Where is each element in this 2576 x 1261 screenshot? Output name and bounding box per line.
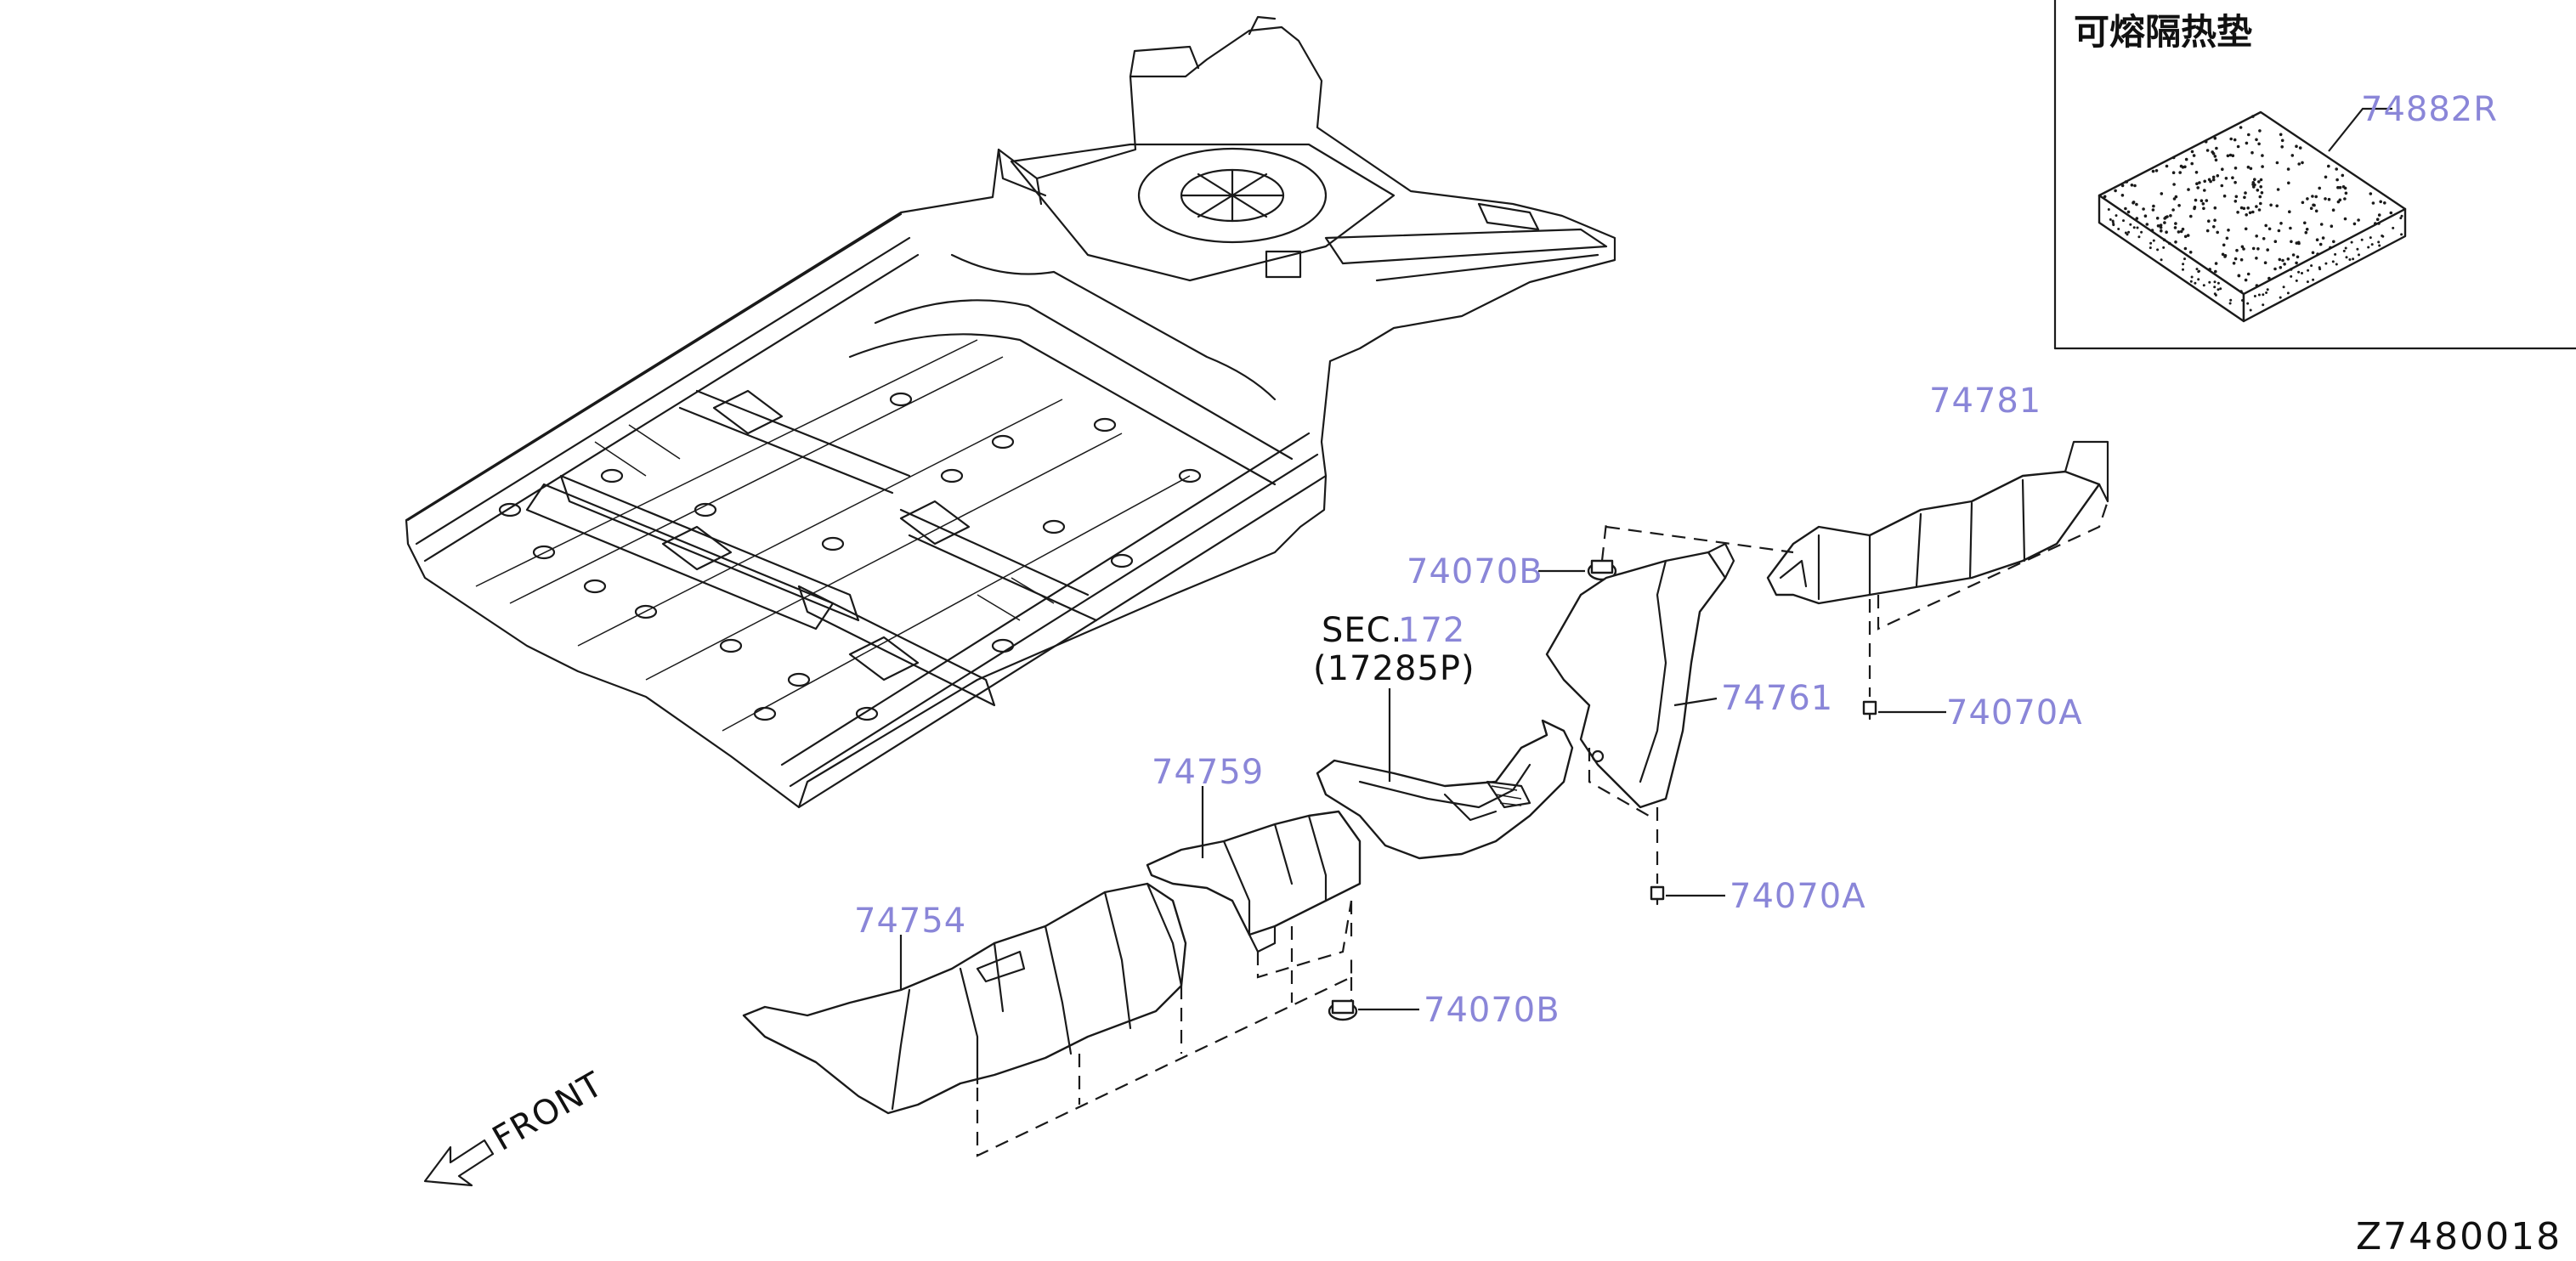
label-74882r[interactable]: 74882R [2361,90,2498,129]
label-sec-sub[interactable]: (17285P) [1313,649,1475,688]
label-74070a-right[interactable]: 74070A [1946,693,2083,732]
label-sec[interactable]: SEC. [1322,611,1402,650]
label-74070b-bottom[interactable]: 74070B [1424,991,1560,1030]
diagram-code: Z7480018 [2356,1215,2562,1258]
sec-172-exhaust-part[interactable] [1316,719,1574,860]
heat-insulator-74754[interactable] [742,882,1187,1115]
heat-insulator-74759[interactable] [1146,810,1362,953]
label-74781[interactable]: 74781 [1929,382,2041,421]
bolt-74070a-mid[interactable] [1650,885,1665,906]
bolt-74070a-right[interactable] [1862,700,1877,721]
label-sec-number[interactable]: 172 [1398,611,1465,650]
inset-panel: 可熔隔热垫 74882R [2053,0,2576,350]
floor-panel-assembly [405,15,1616,809]
label-74761[interactable]: 74761 [1721,679,1833,718]
heat-insulator-74761[interactable] [1545,542,1735,809]
heat-insulator-74781[interactable] [1766,440,2109,605]
label-74070a-mid[interactable]: 74070A [1730,877,1866,916]
label-74759[interactable]: 74759 [1152,753,1264,792]
label-74070b-top[interactable]: 74070B [1407,552,1543,591]
insulator-pad-74882r[interactable] [2098,110,2407,323]
front-label: FRONT [486,1065,610,1159]
label-74754[interactable]: 74754 [854,902,966,941]
inset-title: 可熔隔热垫 [2074,11,2252,53]
front-direction-arrow-icon [423,1139,495,1187]
nut-74070b-bottom[interactable] [1328,999,1358,1021]
